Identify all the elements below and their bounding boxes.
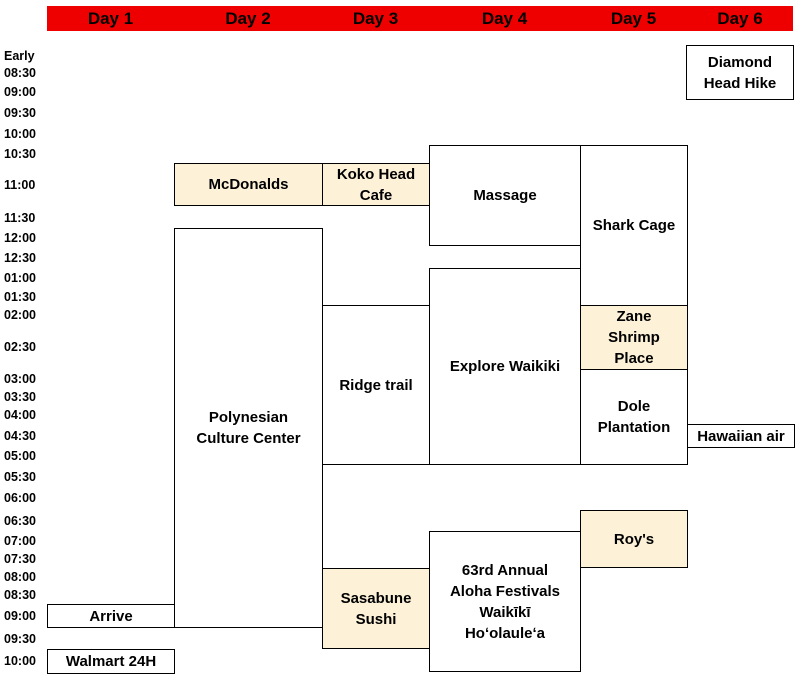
time-label: 08:30 [4,588,36,602]
day-1-header: Day 1 [87,9,134,28]
time-label: 06:30 [4,514,36,528]
time-label: 02:00 [4,308,36,322]
time-label: 10:30 [4,147,36,161]
day-3-header: Day 3 [352,9,399,28]
time-label: 10:00 [4,127,36,141]
event-hawaiian-air: Hawaiian air [687,424,795,448]
day-4-header: Day 4 [481,9,528,28]
time-label: 08:30 [4,66,36,80]
time-label: 04:00 [4,408,36,422]
time-label: 03:00 [4,372,36,386]
day-header-bar [47,6,793,31]
day-6-header: Day 6 [717,9,763,28]
time-label: 06:00 [4,491,36,505]
event-zane-shrimp-place: Zane Shrimp Place [580,305,688,370]
event-sasabune-sushi: Sasabune Sushi [322,568,430,649]
event-mcdonalds: McDonalds [174,163,323,206]
time-label: 02:30 [4,340,36,354]
time-label: 04:30 [4,429,36,443]
time-label: 05:30 [4,470,36,484]
time-label: 10:00 [4,654,36,668]
time-label: 12:30 [4,251,36,265]
time-label: 12:00 [4,231,36,245]
time-label: 07:30 [4,552,36,566]
time-label: 08:00 [4,570,36,584]
event-massage: Massage [429,145,581,246]
event-diamond-head-hike: Diamond Head Hike [686,45,794,100]
event-koko-head-cafe: Koko Head Cafe [322,163,430,206]
time-label: 11:30 [4,211,36,225]
time-label: 09:00 [4,85,36,99]
time-label: 09:00 [4,609,36,623]
time-label: 05:00 [4,449,36,463]
event-arrive: Arrive [47,604,175,628]
day-5-header: Day 5 [610,9,657,28]
event-ridge-trail: Ridge trail [322,305,430,465]
time-label: 09:30 [4,632,36,646]
event-shark-cage: Shark Cage [580,145,688,306]
event-polynesian-culture-center: Polynesian Culture Center [174,228,323,628]
day-2-header: Day 2 [225,9,271,28]
time-label: 01:30 [4,290,36,304]
event-dole-plantation: Dole Plantation [580,369,688,465]
time-label: 01:00 [4,271,36,285]
time-label: 03:30 [4,390,36,404]
event-aloha-festivals: 63rd Annual Aloha Festivals Waikīkī Hoʻo… [429,531,581,672]
time-label: 07:00 [4,534,36,548]
event-explore-waikiki: Explore Waikiki [429,268,581,465]
time-label: 11:00 [4,178,36,192]
event-walmart: Walmart 24H [47,649,175,674]
event-roys: Roy's [580,510,688,568]
time-label: 09:30 [4,106,36,120]
time-label: Early [4,49,35,63]
